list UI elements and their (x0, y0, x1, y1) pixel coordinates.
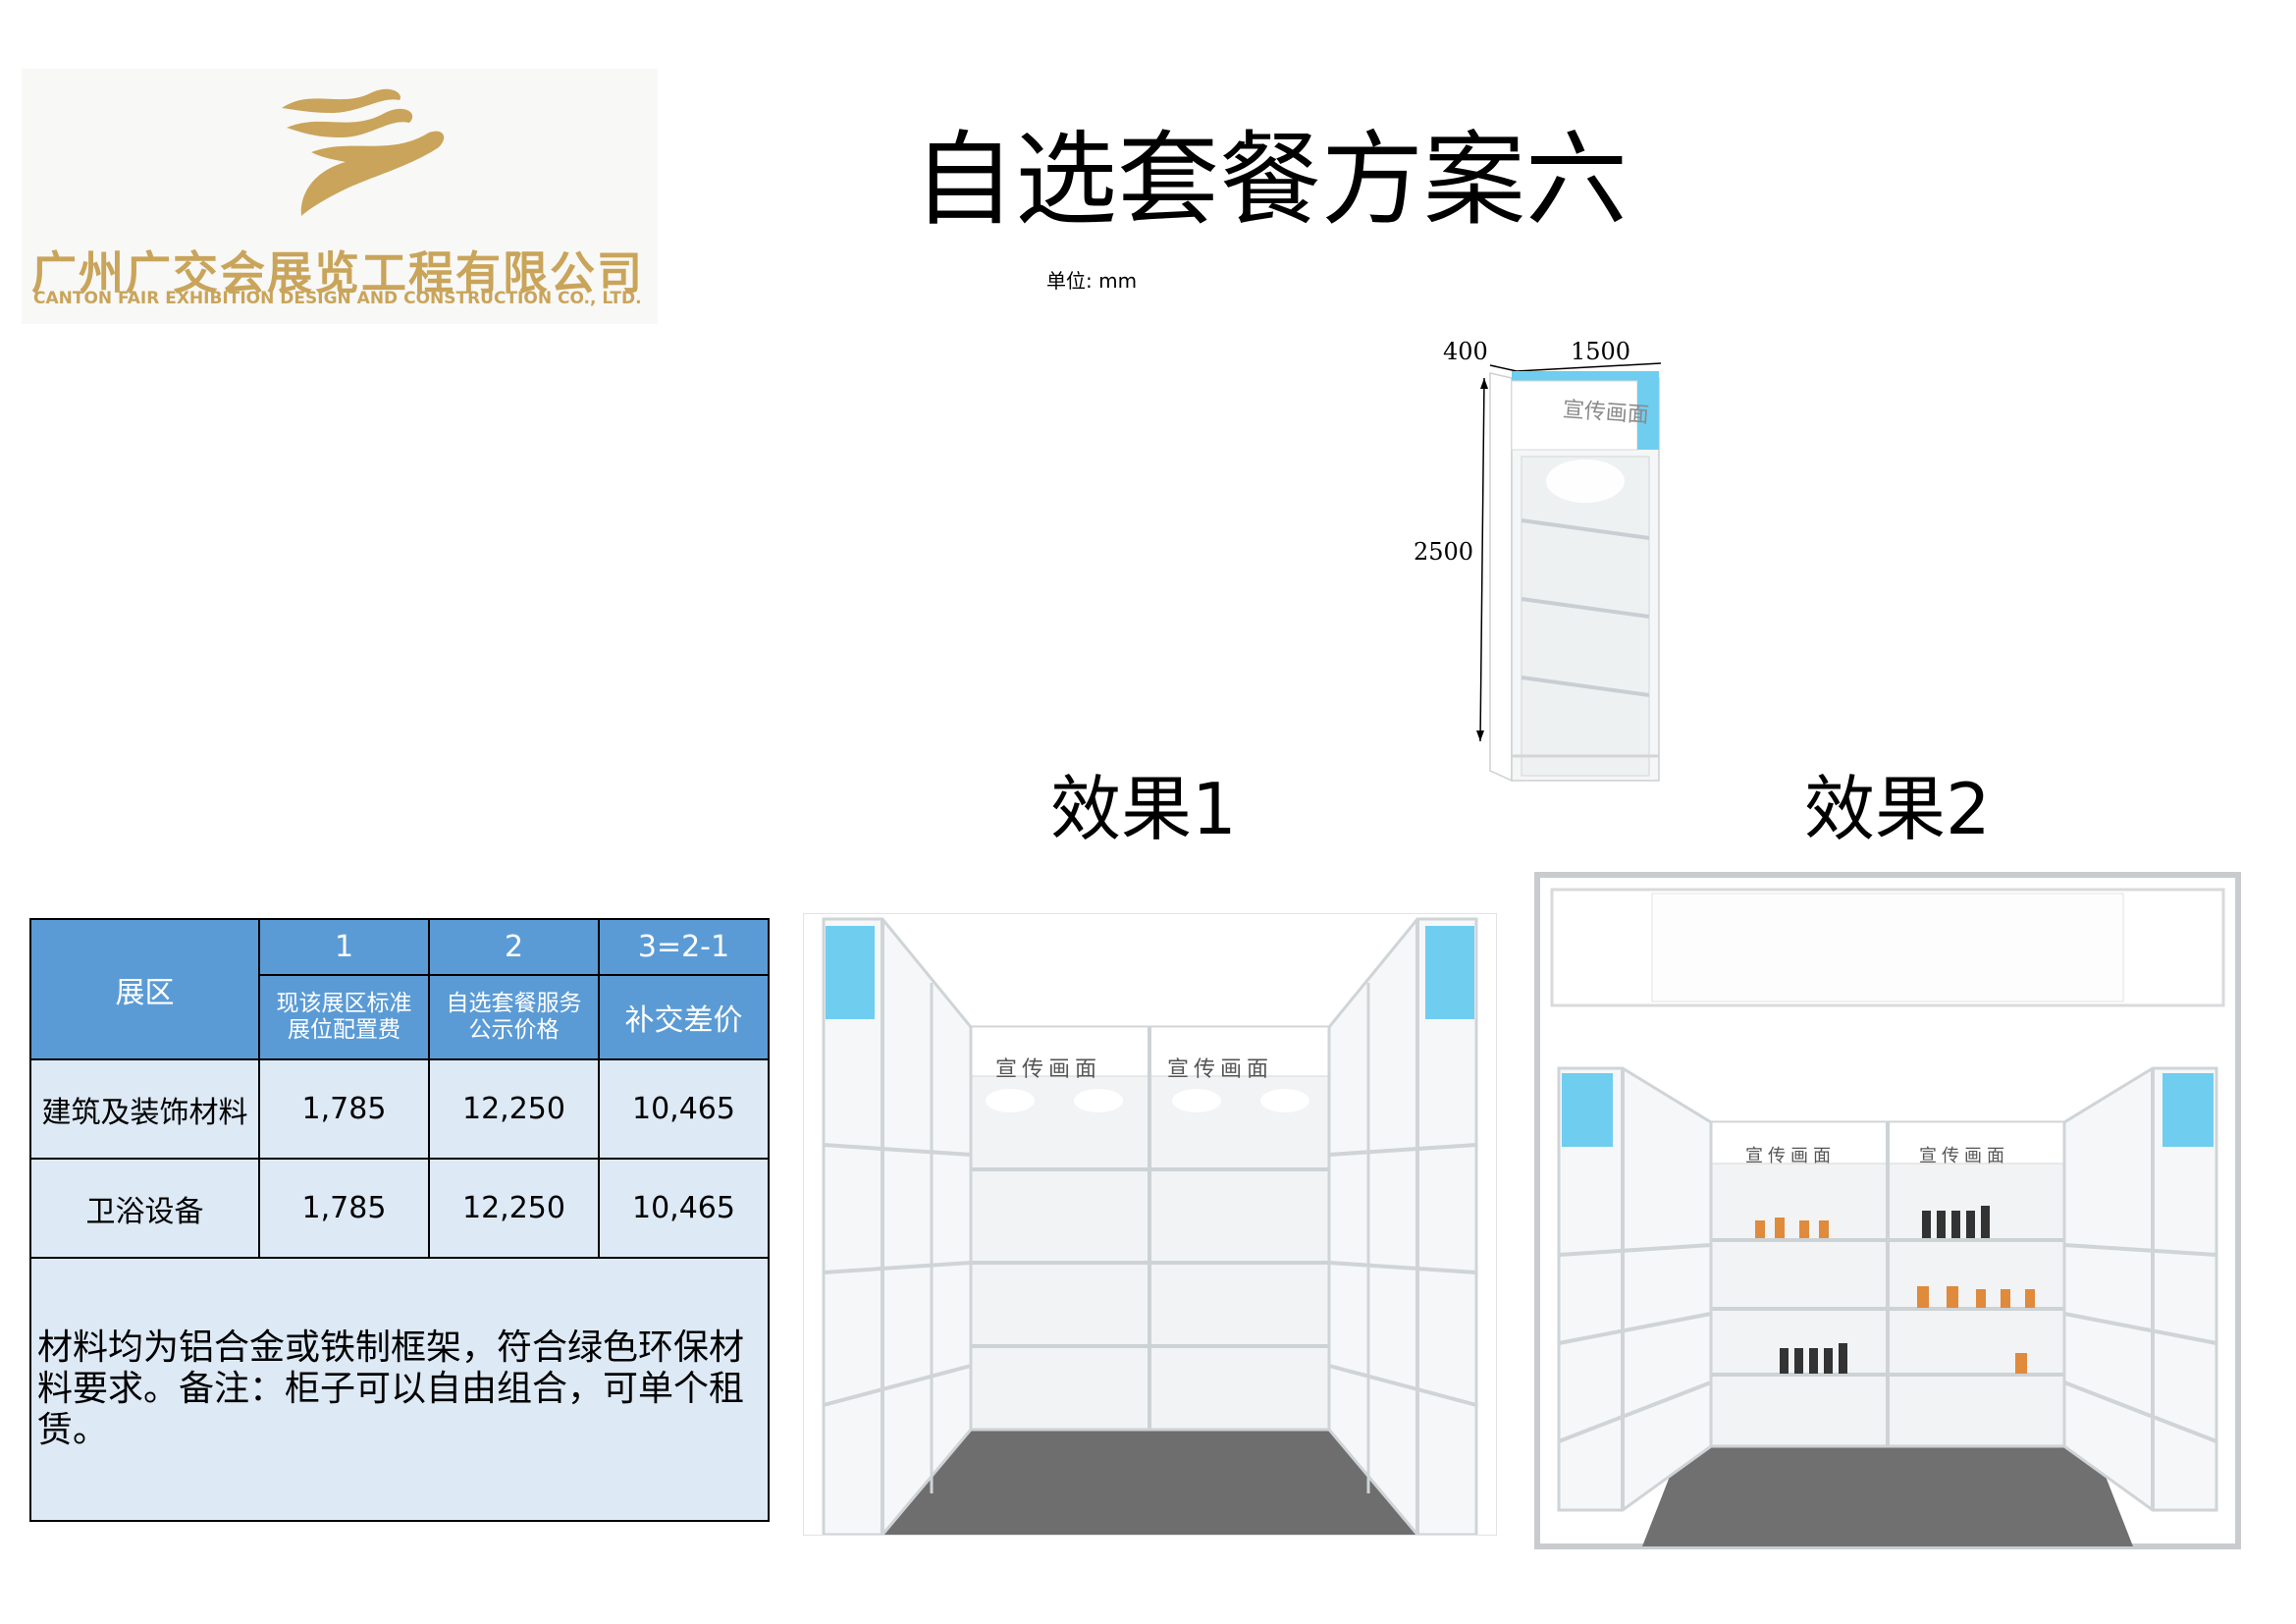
effect-1-title: 效果1 (1050, 768, 1237, 850)
page-title: 自选套餐方案六 (913, 120, 1629, 240)
panel-text: 宣传画面 (1919, 1146, 2009, 1166)
zone-cell: 卫浴设备 (29, 1158, 260, 1259)
col-number-3: 3=2-1 (598, 918, 770, 976)
company-name-cn: 广州广交会展览工程有限公司 (31, 246, 644, 299)
dim-height: 2500 (1414, 538, 1474, 566)
col-title-difference: 补交差价 (598, 974, 770, 1060)
effect-2-image: 宣传画面 宣传画面 (1534, 872, 2241, 1549)
col-number-2: 2 (428, 918, 600, 976)
col-number-1: 1 (258, 918, 430, 976)
company-name-en: CANTON FAIR EXHIBITION DESIGN AND CONSTR… (33, 289, 642, 308)
table-row: 卫浴设备 1,785 12,250 10,465 (29, 1158, 770, 1259)
panel-text: 宣传画面 (1745, 1146, 1836, 1166)
zone-header: 展区 (29, 918, 260, 1060)
dim-depth: 400 (1443, 338, 1488, 365)
cabinet-panel-text: 宣传画面 (1562, 397, 1650, 429)
panel-text: 宣传画面 (995, 1057, 1102, 1082)
price-table: 展区 1 2 3=2-1 现该展区标准 展位配置费 自选套餐服务 公示价格 补交… (29, 918, 770, 1522)
col-title-standard-fee: 现该展区标准 展位配置费 (258, 974, 430, 1060)
cabinet-illustration (1476, 362, 1662, 783)
unit-label: 单位: mm (1046, 269, 1138, 293)
table-row: 建筑及装饰材料 1,785 12,250 10,465 (29, 1058, 770, 1160)
value-cell: 1,785 (258, 1058, 430, 1160)
value-cell: 1,785 (258, 1158, 430, 1259)
zone-cell: 建筑及装饰材料 (29, 1058, 260, 1160)
value-cell: 10,465 (598, 1058, 770, 1160)
value-cell: 10,465 (598, 1158, 770, 1259)
logo-emblem-icon (282, 88, 445, 216)
value-cell: 12,250 (428, 1158, 600, 1259)
table-note: 材料均为铝合金或铁制框架，符合绿色环保材料要求。备注：柜子可以自由组合，可单个租… (29, 1257, 770, 1522)
cabinet-drawing: 宣传画面 400 1500 2500 (1404, 324, 1679, 785)
booth-render-1 (822, 917, 1478, 1537)
effect-1-image: 宣传画面 宣传画面 (803, 913, 1497, 1537)
value-cell: 12,250 (428, 1058, 600, 1160)
effect-2-title: 效果2 (1804, 768, 1991, 850)
col-title-package-price: 自选套餐服务 公示价格 (428, 974, 600, 1060)
dim-width: 1500 (1571, 338, 1631, 365)
panel-text: 宣传画面 (1167, 1057, 1274, 1082)
company-logo: 广州广交会展览工程有限公司 CANTON FAIR EXHIBITION DES… (22, 69, 658, 324)
booth-render-2 (1534, 872, 2241, 1549)
